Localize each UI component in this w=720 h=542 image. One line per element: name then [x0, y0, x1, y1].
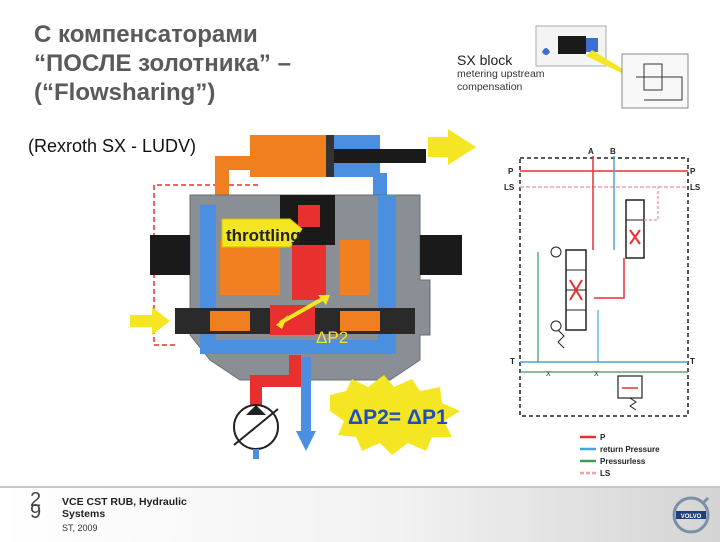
compensator-spring-chamber [298, 205, 320, 227]
cylinder-rod [334, 149, 426, 163]
volvo-logo: VOLVO [672, 496, 710, 534]
title-line-1: С компенсаторами [34, 21, 258, 48]
footer-date: ST, 2009 [62, 523, 98, 533]
ls-left-label: LS [504, 183, 515, 192]
footer-org-line-1: VCE CST RUB, Hydraulic [62, 496, 187, 508]
ls-right-label: LS [690, 183, 701, 192]
blue-return-right [378, 195, 396, 345]
inset-line-1: metering upstream [457, 68, 545, 80]
cylinder-orange-chamber [250, 135, 330, 177]
legend-item-pressurless: Pressurless [600, 457, 646, 466]
dp2-label: ΔP2 [316, 328, 348, 347]
p-left-label: P [508, 167, 514, 176]
x2-label: X [594, 371, 599, 378]
subtitle: (Rexroth SX - LUDV) [28, 136, 197, 156]
orange-chamber-left [220, 240, 280, 295]
title-line-2: “ПОСЛЕ золотника” – [34, 50, 291, 77]
p-right-label: P [690, 167, 696, 176]
legend-item-p: P [600, 433, 606, 442]
t-right-label: T [690, 357, 695, 366]
rod-motion-arrow-icon [428, 129, 476, 165]
schematic-legend: P return Pressure Pressurless LS [580, 433, 660, 478]
inset-frame-bottom [621, 53, 689, 109]
page-title: С компенсаторами “ПОСЛЕ золотника” – (“F… [34, 20, 394, 107]
orange-chamber-right [340, 240, 370, 295]
slide-number: 2 9 [30, 489, 41, 523]
footer-bar: 2 9 VCE CST RUB, Hydraulic Systems ST, 2… [0, 486, 720, 542]
legend-item-ls: LS [600, 469, 611, 478]
throttling-callout [221, 218, 303, 248]
check-valve-icon [550, 320, 562, 332]
port-b-label: B [610, 147, 616, 156]
inset-valve-cap [586, 38, 598, 52]
equation-burst [330, 375, 460, 455]
footer-organization: VCE CST RUB, Hydraulic Systems [62, 496, 202, 520]
inset-drop-icon [542, 48, 550, 55]
inset-title: SX block [457, 52, 513, 68]
throttling-label: throttling [226, 226, 301, 245]
check-valve-icon [550, 246, 562, 258]
sx-block-inset [535, 25, 689, 109]
schematic-frame [519, 157, 689, 417]
valve-cutaway-diagram: throttling ΔP2 ΔP2= ΔP1 [130, 129, 476, 459]
title-line-3: (“Flowsharing”) [34, 79, 216, 106]
legend-item-return: return Pressure [600, 445, 660, 454]
inset-valve-body [558, 36, 586, 54]
compensator-piston [292, 245, 326, 300]
footer-org-line-2: Systems [62, 508, 106, 520]
left-end-cap [150, 235, 190, 275]
right-end-cap [420, 235, 462, 275]
volvo-logo-text: VOLVO [681, 514, 702, 520]
pump-pressure-line [250, 355, 301, 407]
relief-valve-symbol [617, 375, 643, 399]
spool-pressure-land [270, 305, 315, 335]
t-left-label: T [510, 357, 515, 366]
compensator-symbol [625, 199, 645, 259]
spool-input-arrow-icon [130, 307, 170, 335]
cylinder-piston [326, 135, 334, 177]
flow-arrow-icon [279, 295, 327, 325]
equation-label: ΔP2= ΔP1 [348, 406, 448, 429]
hydraulic-schematic: A B P LS P LS T T X X P return Pressure … [504, 147, 701, 478]
inset-caption: SX block metering upstream compensation [457, 52, 545, 94]
x1-label: X [546, 371, 551, 378]
tank-arrow-icon [296, 431, 316, 451]
port-a-label: A [588, 147, 594, 156]
blue-return-bottom [200, 340, 396, 354]
inset-line-2: compensation [457, 81, 523, 93]
